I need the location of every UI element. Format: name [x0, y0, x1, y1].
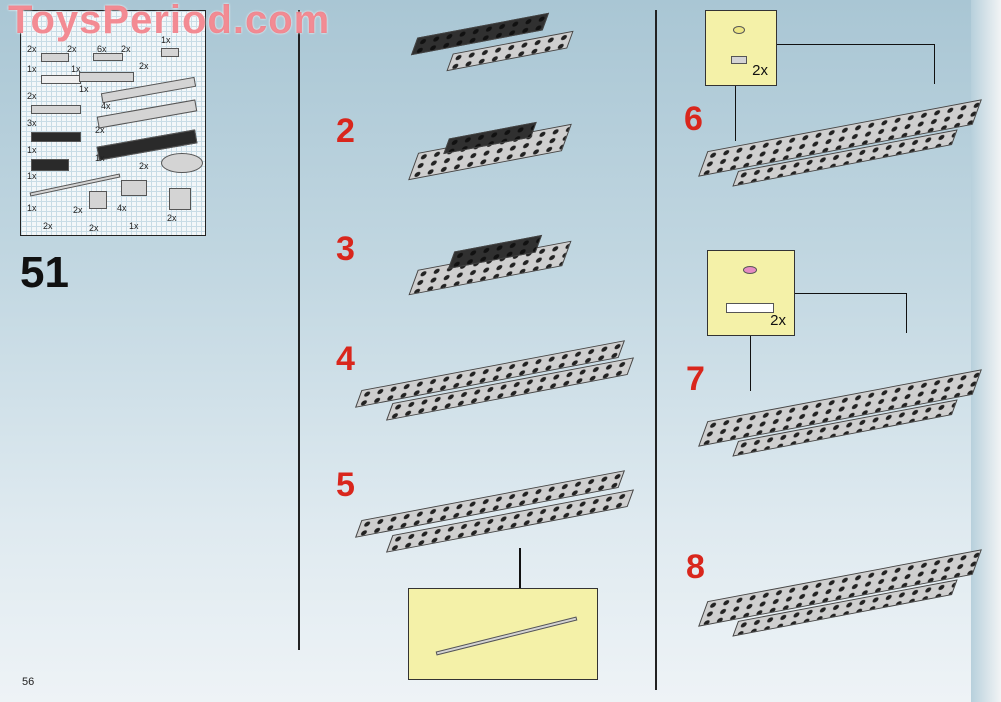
callout-quantity: 2x: [770, 312, 786, 329]
part-count: 1x: [27, 145, 37, 155]
page-number: 56: [22, 676, 35, 688]
arrow-line: [735, 86, 736, 141]
column-divider: [655, 10, 657, 690]
step-number: 5: [336, 466, 355, 504]
part-count: 1x: [79, 84, 89, 94]
part-count: 1x: [129, 221, 139, 231]
part-count: 6x: [97, 44, 107, 54]
step-number: 7: [686, 360, 705, 398]
page-edge: [971, 0, 1001, 702]
arrow-up-icon: [519, 548, 521, 588]
part-count: 4x: [101, 101, 111, 111]
step-number: 3: [336, 230, 355, 268]
part-count: 1x: [27, 171, 37, 181]
part-count: 1x: [95, 153, 105, 163]
part-count: 1x: [161, 35, 171, 45]
step-number: 4: [336, 340, 355, 378]
arrow-line: [795, 293, 907, 294]
part-count: 2x: [139, 61, 149, 71]
arrow-line: [934, 44, 935, 84]
part-count: 1x: [71, 64, 81, 74]
part-count: 2x: [43, 221, 53, 231]
part-count: 2x: [139, 161, 149, 171]
step-number: 6: [684, 100, 703, 138]
callout-box: 2x: [707, 250, 795, 336]
part-count: 2x: [67, 44, 77, 54]
step-number: 2: [336, 112, 355, 150]
part-count: 2x: [73, 205, 83, 215]
part-count: 2x: [167, 213, 177, 223]
part-count: 2x: [89, 223, 99, 233]
part-count: 2x: [121, 44, 131, 54]
watermark: ToysPeriod.com: [8, 0, 331, 42]
callout-quantity: 2x: [752, 62, 768, 79]
part-count: 2x: [27, 91, 37, 101]
arrow-line: [777, 44, 935, 45]
part-count: 4x: [117, 203, 127, 213]
main-step-number: 51: [20, 248, 69, 297]
axle-callout: [408, 588, 598, 680]
column-divider: [298, 10, 300, 650]
arrow-line: [750, 336, 751, 391]
part-count: 3x: [27, 118, 37, 128]
parts-list: 2x 2x 6x 2x 1x 1x 1x 2x 2x 1x 4x 3x 2x 1…: [20, 10, 206, 236]
part-count: 2x: [95, 125, 105, 135]
callout-box: 2x: [705, 10, 777, 86]
part-count: 2x: [27, 44, 37, 54]
arrow-line: [906, 293, 907, 333]
step-number: 8: [686, 548, 705, 586]
part-count: 1x: [27, 203, 37, 213]
part-count: 1x: [27, 64, 37, 74]
